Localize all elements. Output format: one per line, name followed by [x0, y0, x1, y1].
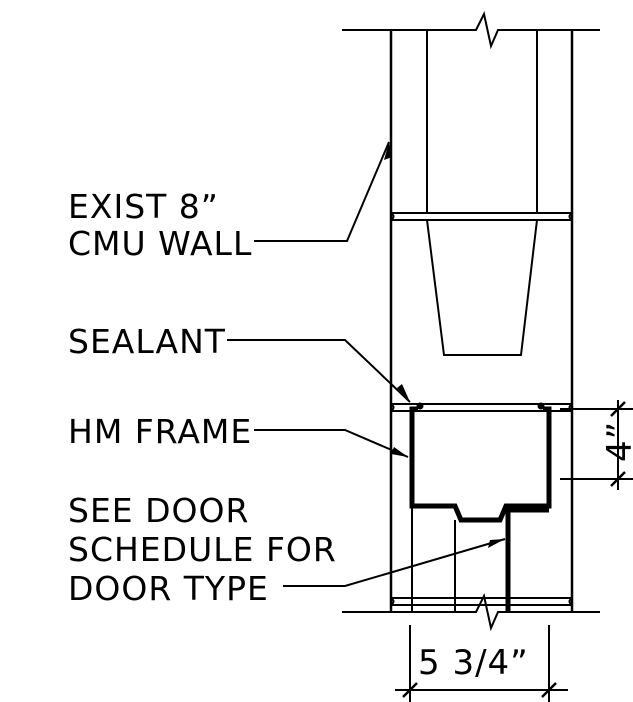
- label-wall-line1: EXIST 8”: [68, 187, 219, 226]
- hm-frame: [409, 406, 552, 612]
- cmu-wall: [389, 30, 574, 612]
- leader-lines: [227, 141, 506, 587]
- top-break-line: [342, 11, 600, 50]
- label-sealant: SEALANT: [68, 322, 226, 361]
- bottom-break-line: [342, 593, 600, 632]
- dimension-width-text: 5 3/4”: [418, 643, 529, 683]
- label-door-line2: SCHEDULE FOR: [68, 530, 337, 569]
- dimension-depth: [560, 400, 633, 490]
- label-door-line3: DOOR TYPE: [68, 569, 269, 608]
- dimension-depth-text: 4”: [600, 421, 633, 462]
- dimension-width: [395, 625, 568, 702]
- label-door-line1: SEE DOOR: [68, 491, 249, 530]
- label-wall-line2: CMU WALL: [68, 224, 252, 263]
- sealant-beads: [416, 402, 545, 410]
- label-frame: HM FRAME: [68, 412, 252, 451]
- cmu-core: [425, 219, 539, 356]
